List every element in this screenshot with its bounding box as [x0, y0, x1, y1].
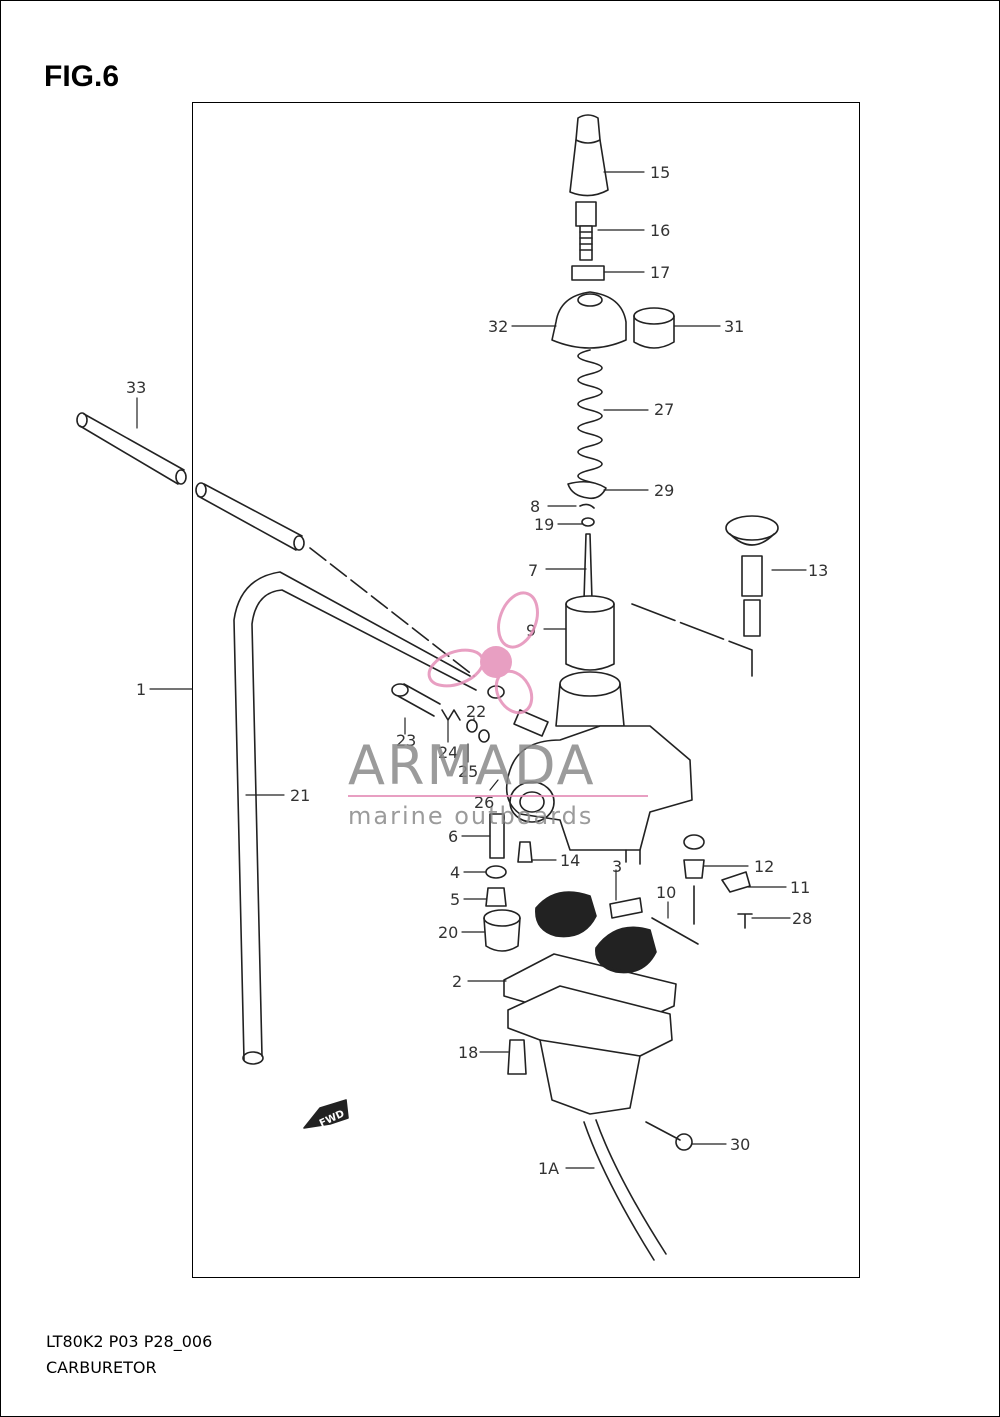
part-washer-12 — [683, 834, 705, 850]
callout-17: 17 — [650, 263, 670, 282]
callout-29: 29 — [654, 481, 674, 500]
callout-28: 28 — [792, 909, 812, 928]
callout-6: 6 — [448, 827, 458, 846]
callout-2: 2 — [452, 972, 462, 991]
part-float-pin-10 — [651, 917, 699, 945]
part-needle-valve-seat — [683, 859, 705, 879]
leader-lines — [136, 171, 807, 1169]
part-washer-25 — [466, 719, 478, 733]
callout-1: 1 — [136, 680, 146, 699]
part-lock-nut — [571, 265, 605, 281]
callout-25: 25 — [458, 762, 478, 781]
part-top-cap — [551, 291, 627, 349]
part-long-hose — [233, 571, 477, 1065]
part-needle-clip — [579, 503, 595, 509]
callout-23: 23 — [396, 731, 416, 750]
callout-22: 22 — [466, 702, 486, 721]
callout-26: 26 — [474, 793, 494, 812]
part-float-pin — [609, 897, 643, 919]
armada-watermark: ARMADA marine outboards — [348, 591, 648, 830]
part-throttle-slide — [565, 595, 615, 671]
callout-7: 7 — [528, 561, 538, 580]
callout-9: 9 — [526, 621, 536, 640]
callout-8: 8 — [530, 497, 540, 516]
callout-32: 32 — [488, 317, 508, 336]
part-washer-4 — [485, 865, 507, 879]
callout-30: 30 — [730, 1135, 750, 1154]
callout-11: 11 — [790, 878, 810, 897]
part-float-bowl — [507, 985, 673, 1115]
part-washer-19 — [581, 517, 595, 527]
callout-1a: 1A — [538, 1159, 559, 1178]
callout-31: 31 — [724, 317, 744, 336]
callout-19: 19 — [534, 515, 554, 534]
callout-24: 24 — [438, 743, 458, 762]
part-spring-seat — [567, 480, 607, 500]
callout-15: 15 — [650, 163, 670, 182]
callout-18: 18 — [458, 1043, 478, 1062]
part-drain-hose — [583, 1119, 667, 1261]
part-adjuster — [575, 201, 597, 261]
part-screw-30 — [645, 1121, 681, 1141]
part-cap-boot — [569, 114, 609, 197]
part-overflow-tube — [195, 482, 475, 677]
callout-20: 20 — [438, 923, 458, 942]
watermark-tagline: marine outboards — [348, 802, 593, 830]
starter-guide-line — [631, 603, 753, 677]
callout-12: 12 — [754, 857, 774, 876]
part-starter-plunger — [725, 515, 779, 637]
diagram-name: CARBURETOR — [46, 1358, 157, 1377]
part-pilot-screw — [487, 685, 549, 737]
part-oring-25b — [478, 729, 490, 743]
part-screw-28 — [737, 913, 753, 929]
figure-label: FIG.6 — [44, 60, 120, 93]
part-main-jet — [485, 887, 507, 907]
part-throttle-spring — [577, 349, 603, 495]
callout-21: 21 — [290, 786, 310, 805]
part-pilot-jet — [517, 841, 533, 863]
callout-10: 10 — [656, 883, 676, 902]
propeller-logo-icon — [427, 591, 539, 715]
fwd-arrow — [303, 1099, 349, 1129]
callout-14: 14 — [560, 851, 580, 870]
callout-labels: 15 16 17 32 31 33 27 29 8 19 7 13 9 1 22… — [126, 163, 828, 1178]
callout-5: 5 — [450, 890, 460, 909]
callout-4: 4 — [450, 863, 460, 882]
part-drain-screw — [507, 1039, 527, 1075]
callout-27: 27 — [654, 400, 674, 419]
callout-13: 13 — [808, 561, 828, 580]
part-float — [535, 891, 657, 974]
watermark-brand: ARMADA — [348, 734, 596, 797]
part-spring-24 — [441, 709, 461, 721]
diagram-frame — [192, 102, 860, 1278]
part-idle-screw — [391, 683, 441, 717]
part-jet-holder — [483, 909, 521, 952]
callout-3: 3 — [612, 857, 622, 876]
part-float-bowl-gasket — [503, 953, 677, 1031]
callout-33: 33 — [126, 378, 146, 397]
part-cap-sleeve — [633, 307, 675, 349]
part-vent-tube — [76, 412, 187, 485]
diagram-code: LT80K2 P03 P28_006 — [46, 1332, 213, 1351]
callout-16: 16 — [650, 221, 670, 240]
part-clip-11 — [721, 871, 751, 893]
